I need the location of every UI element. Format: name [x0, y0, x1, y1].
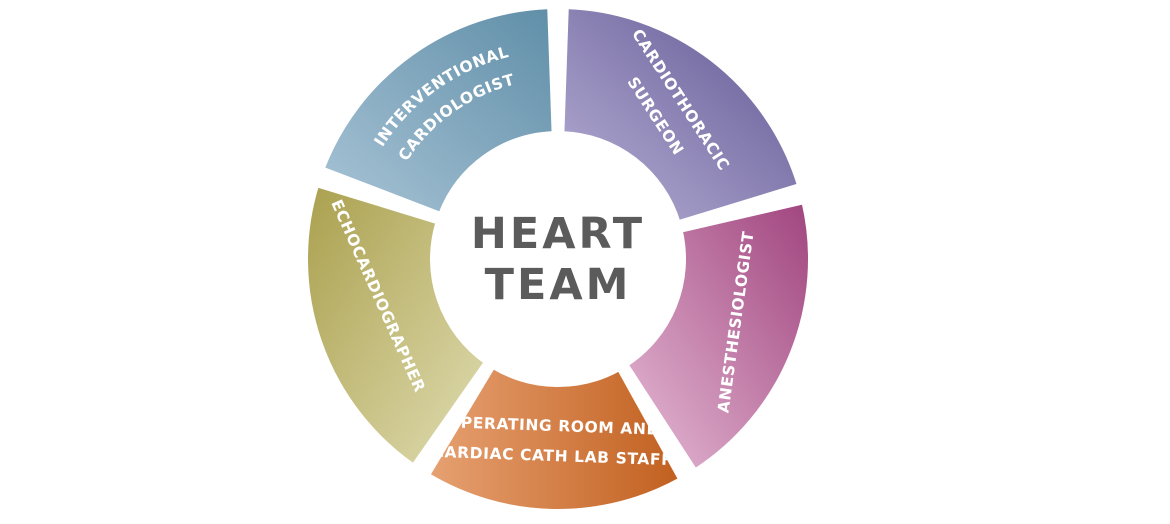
- center-title-line1: HEART: [471, 209, 645, 259]
- center-title-line2: TEAM: [485, 260, 632, 310]
- center-circle: [432, 133, 684, 385]
